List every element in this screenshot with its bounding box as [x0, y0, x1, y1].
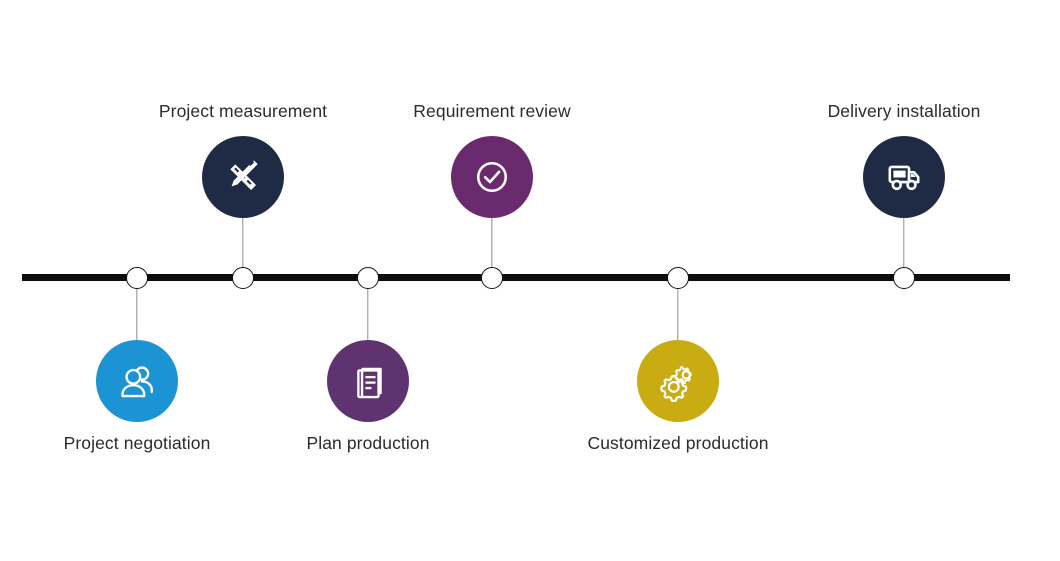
node-marker-requirement-review[interactable]	[481, 267, 503, 289]
step-label-delivery-installation: Delivery installation	[827, 101, 981, 121]
node-marker-customized-production[interactable]	[667, 267, 689, 289]
icon-disc-plan-production[interactable]	[327, 340, 409, 422]
icon-disc-project-measurement[interactable]	[202, 136, 284, 218]
users-group-icon	[115, 359, 159, 403]
connector-plan-production	[367, 278, 369, 340]
node-marker-project-negotiation[interactable]	[126, 267, 148, 289]
node-marker-plan-production[interactable]	[357, 267, 379, 289]
icon-disc-delivery-installation[interactable]	[863, 136, 945, 218]
step-label-customized-production: Customized production	[587, 433, 769, 453]
connector-requirement-review	[491, 218, 493, 278]
step-label-requirement-review: Requirement review	[413, 101, 571, 121]
timeline-axis	[22, 274, 1010, 281]
connector-project-measurement	[242, 218, 244, 278]
gears-icon	[656, 359, 700, 403]
step-label-project-measurement: Project measurement	[158, 101, 328, 121]
connector-delivery-installation	[903, 218, 905, 278]
icon-disc-project-negotiation[interactable]	[96, 340, 178, 422]
delivery-truck-icon	[882, 155, 926, 199]
documents-stack-icon	[346, 359, 390, 403]
connector-project-negotiation	[136, 278, 138, 340]
icon-disc-requirement-review[interactable]	[451, 136, 533, 218]
step-label-project-negotiation: Project negotiation	[63, 433, 211, 453]
node-marker-delivery-installation[interactable]	[893, 267, 915, 289]
connector-customized-production	[677, 278, 679, 340]
node-marker-project-measurement[interactable]	[232, 267, 254, 289]
icon-disc-customized-production[interactable]	[637, 340, 719, 422]
step-label-plan-production: Plan production	[306, 433, 430, 453]
pencil-ruler-icon	[221, 155, 265, 199]
check-circle-icon	[470, 155, 514, 199]
